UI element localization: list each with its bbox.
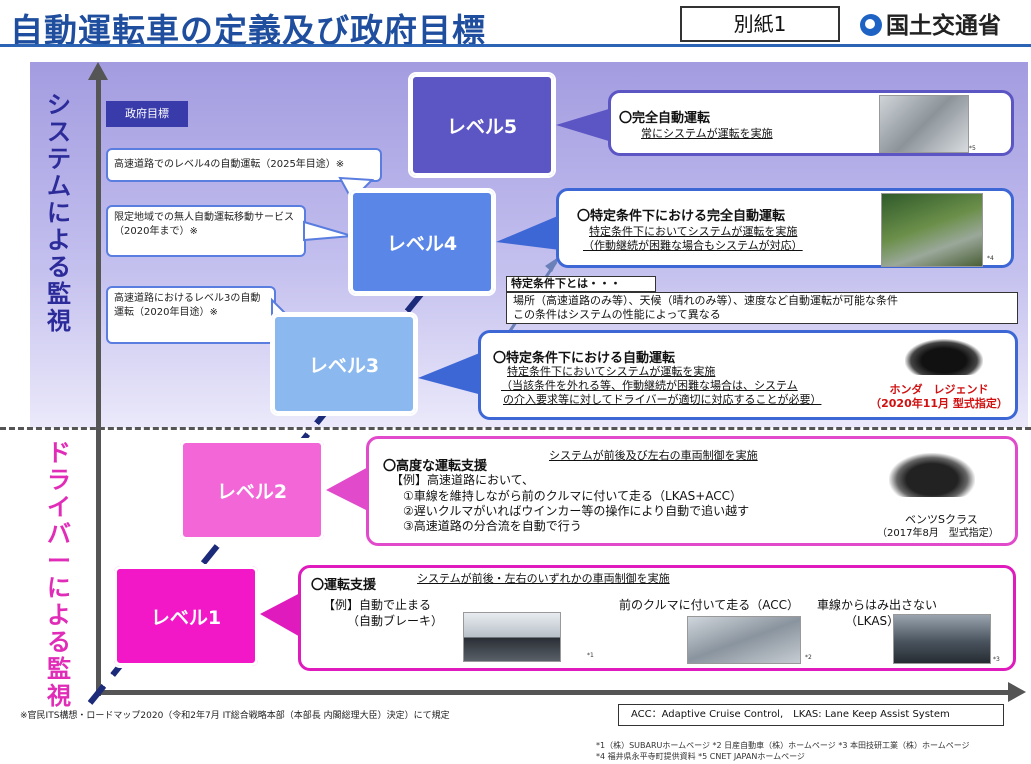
level5-source-note: *5 [969,145,976,152]
level1-example-brake-sub: （自動ブレーキ） [347,614,444,628]
level5-desc: 常にシステムが運転を実施 [641,127,773,140]
level1-description: 〇運転支援 システムが前後・左右のいずれかの車両制御を実施 【例】自動で止まる … [298,565,1016,671]
level2-title: 〇高度な運転支援 [383,459,488,474]
photo-sources-line2: *4 福井県永平寺町提供資料 *5 CNET JAPANホームページ [596,752,805,761]
page-title: 自動運転車の定義及び政府目標 [10,11,486,50]
level2-box: レベル2 [178,438,326,542]
attachment-label: 別紙1 [680,6,840,42]
level2-description: 〇高度な運転支援 システムが前後及び左右の車両制御を実施 【例】高速道路において… [366,436,1018,546]
gov-goal-level3-highway: 高速道路におけるレベル3の自動運転（2020年目途）※ [106,286,276,344]
level2-item-3: ③高速道路の分合流を自動で行う [403,519,582,533]
level1-lkas-photo [893,614,991,664]
horizontal-axis [96,690,1011,695]
level4-photo [881,193,983,267]
level2-car-photo [889,453,975,497]
level1-acc-photo [687,616,801,664]
level3-box: レベル3 [270,312,418,416]
level2-car-name: ベンツSクラス [905,513,978,526]
ministry-logo: 国土交通省 [860,6,1001,40]
gov-target-label: 政府目標 [106,101,188,127]
condition-line1: 場所（高速道路のみ等）、天候（晴れのみ等）、速度など自動運転が可能な条件 [513,294,898,307]
level1-example-brake: 【例】自動で止まる [323,598,432,612]
level1-brake-photo [463,612,561,662]
level3-car-photo [905,339,983,375]
level3-title: 〇特定条件下における自動運転 [493,351,676,366]
title-underline [0,44,1031,47]
level1-title: 〇運転支援 [311,578,377,593]
system-monitoring-label: システムによる監視 [47,91,71,335]
level2-example: 【例】高速道路において、 [391,473,535,487]
level1-example-acc: 前のクルマに付いて走る（ACC） [619,598,800,612]
level5-title: 〇完全自動運転 [619,111,711,126]
vertical-axis [96,76,101,696]
level3-desc-line2: （当該条件を外れる等、作動継続が困難な場合は、システム [501,379,798,392]
level1-summary: システムが前後・左右のいずれかの車両制御を実施 [417,572,670,585]
level1-box: レベル1 [112,564,260,668]
level1-source-note-1: *1 [587,652,594,659]
level1-example-lkas-sub: （LKAS） [845,614,900,628]
ministry-name: 国土交通省 [886,13,1001,39]
level4-desc-line1: 特定条件下においてシステムが運転を実施 [589,225,798,238]
condition-description: 場所（高速道路のみ等）、天候（晴れのみ等）、速度など自動運転が可能な条件 この条… [506,292,1018,324]
level4-desc-line2: （作動継続が困難な場合もシステムが対応） [583,239,803,252]
level3-car-name: ホンダ レジェンド [889,383,989,396]
level3-car-cert: （2020年11月 型式指定） [870,397,1008,410]
driver-monitoring-label: ドライバーによる監視 [47,439,71,710]
gov-goal-level4-highway: 高速道路でのレベル4の自動運転（2025年目途）※ [106,148,382,182]
level5-photo [879,95,969,153]
level2-summary: システムが前後及び左右の車両制御を実施 [549,449,758,462]
footnote: ※官民ITS構想・ロードマップ2020（令和2年7月 IT総合戦略本部（本部長 … [20,711,450,721]
level1-source-note-3: *3 [993,656,1000,663]
level3-desc-line3: の介入要求等に対してドライバーが適切に対応することが必要） [503,393,822,406]
level3-description: 〇特定条件下における自動運転 特定条件下においてシステムが運転を実施 （当該条件… [478,330,1018,420]
level2-item-1: ①車線を維持しながら前のクルマに付いて走る（LKAS+ACC） [403,489,743,503]
photo-sources-line1: *1（株）SUBARUホームページ *2 日産自動車（株）ホームページ *3 本… [596,741,970,750]
ministry-emblem-icon [860,14,882,36]
level1-example-lkas: 車線からはみ出さない [817,598,938,612]
vertical-axis-arrow-icon [88,62,108,80]
level1-source-note-2: *2 [805,654,812,661]
gov-goal-unmanned-service: 限定地域での無人自動運転移動サービス（2020年まで）※ [106,205,306,257]
level2-car-cert: （2017年8月 型式指定） [877,528,999,539]
condition-title: 特定条件下とは・・・ [506,276,656,292]
level5-description: 〇完全自動運転 常にシステムが運転を実施 *5 [608,90,1014,156]
level2-item-2: ②遅いクルマがいればウインカー等の操作により自動で追い越す [403,504,750,518]
condition-line2: この条件はシステムの性能によって異なる [513,308,721,321]
level4-source-note: *4 [987,255,994,262]
abbreviation-legend: ACC：Adaptive Cruise Control, LKAS: Lane … [618,704,1004,726]
monitoring-divider [0,427,1031,430]
level4-description: 〇特定条件下における完全自動運転 特定条件下においてシステムが運転を実施 （作動… [556,188,1014,268]
level5-box: レベル5 [408,72,556,178]
level4-box: レベル4 [348,188,496,296]
horizontal-axis-arrow-icon [1008,682,1026,702]
level3-desc-line1: 特定条件下においてシステムが運転を実施 [507,365,716,378]
level4-title: 〇特定条件下における完全自動運転 [577,209,786,224]
